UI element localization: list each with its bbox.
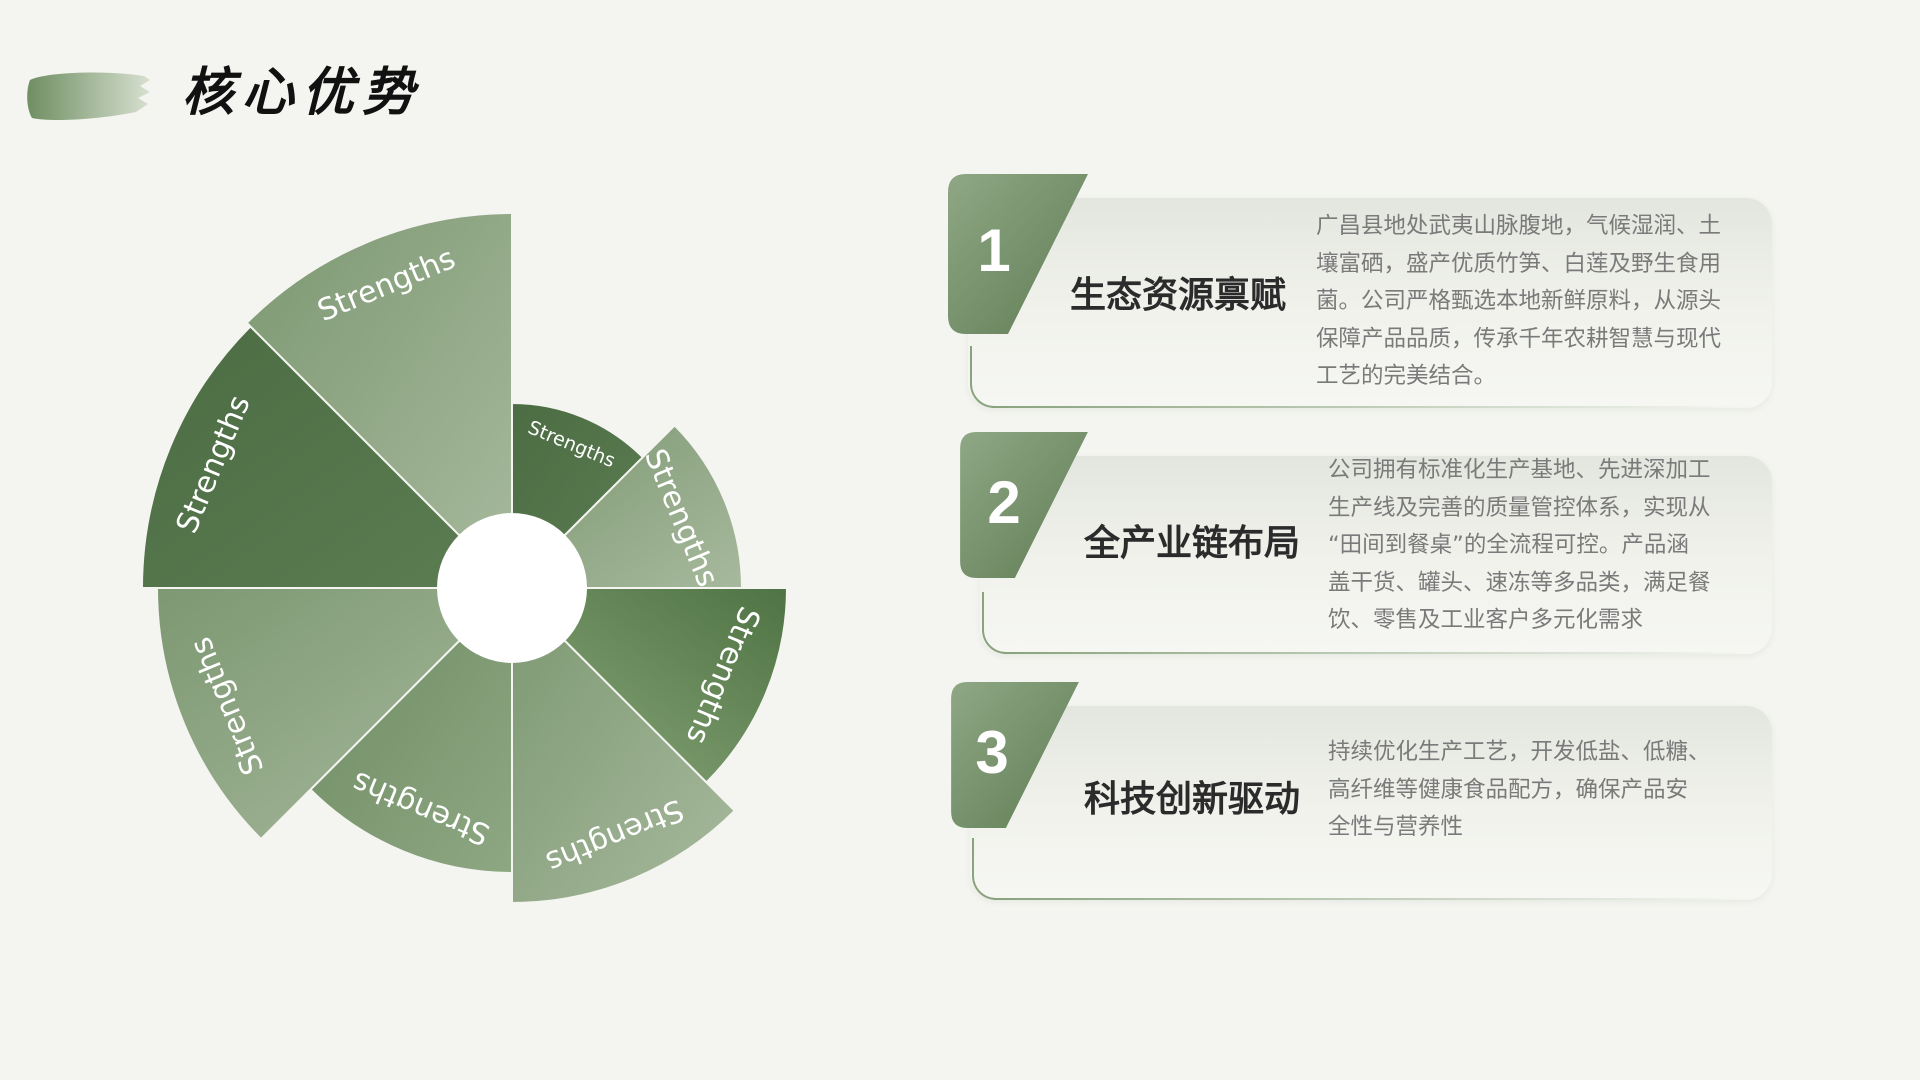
card-number: 2 bbox=[987, 469, 1021, 536]
number-badge bbox=[960, 432, 1088, 578]
card-background bbox=[980, 456, 1772, 654]
card-accent-line bbox=[992, 406, 1752, 408]
wheel-wedge-6 bbox=[155, 587, 515, 841]
card-title: 生态资源禀赋 bbox=[1070, 275, 1287, 316]
brush-stroke-icon bbox=[27, 72, 150, 120]
wheel-center bbox=[437, 513, 587, 663]
card-accent-line bbox=[1004, 652, 1752, 654]
card-number: 1 bbox=[977, 217, 1011, 284]
text-line: 壤富硒，盛产优质竹笋、白莲及野生食用 bbox=[1316, 250, 1722, 277]
card-background bbox=[968, 198, 1772, 408]
number-badge bbox=[951, 682, 1079, 828]
card-title: 全产业链布局 bbox=[1084, 523, 1301, 564]
text-line: 广昌县地处武夷山脉腹地，气候湿润、土 bbox=[1316, 213, 1722, 239]
wheel-wedge-3 bbox=[509, 587, 789, 784]
wheel-wedge-7 bbox=[140, 324, 515, 589]
text-line: “田间到餐桌”的全流程可控。产品涵 bbox=[1328, 532, 1689, 558]
text-line: 盖干货、罐头、速冻等多品类，满足餐 bbox=[1328, 569, 1711, 596]
wheel-wedge-4 bbox=[511, 585, 737, 905]
text-line: 菌。公司严格甄选本地新鲜原料，从源头 bbox=[1316, 288, 1722, 314]
text-line: 饮、零售及工业客户多元化需求 bbox=[1328, 607, 1644, 633]
number-badge bbox=[948, 174, 1088, 334]
card-description: 公司拥有标准化生产基地、先进深加工 生产线及完善的质量管控体系，实现从 “田间到… bbox=[1328, 452, 1711, 640]
page-header: 核心优势 bbox=[26, 58, 526, 128]
text-line: 持续优化生产工艺，开发低盐、低糖、 bbox=[1328, 739, 1711, 765]
advantage-card-2: 2 全产业链布局 公司拥有标准化生产基地、先进深加工 生产线及完善的质量管控体系… bbox=[960, 432, 1772, 654]
text-line: 工艺的完美结合。 bbox=[1316, 363, 1497, 389]
advantage-card-3: 3 科技创新驱动 持续优化生产工艺，开发低盐、低糖、 高纤维等健康食品配方，确保… bbox=[950, 682, 1772, 900]
card-description: 持续优化生产工艺，开发低盐、低糖、 高纤维等健康食品配方，确保产品安 全性与营养… bbox=[1328, 734, 1711, 847]
page-title: 核心优势 bbox=[182, 62, 423, 123]
wheel-wedge-5 bbox=[309, 585, 513, 875]
card-number: 3 bbox=[975, 719, 1009, 786]
text-line: 公司拥有标准化生产基地、先进深加工 bbox=[1328, 457, 1711, 483]
text-line: 全性与营养性 bbox=[1328, 814, 1464, 840]
card-title: 科技创新驱动 bbox=[1084, 779, 1301, 820]
text-line: 保障产品品质，传承千年农耕智慧与现代 bbox=[1316, 325, 1722, 352]
text-line: 高纤维等健康食品配方，确保产品安 bbox=[1328, 776, 1689, 803]
text-line: 生产线及完善的质量管控体系，实现从 bbox=[1328, 494, 1711, 521]
card-background bbox=[970, 706, 1772, 900]
wheel-wedge-8 bbox=[245, 211, 513, 591]
advantage-card-1: 1 生态资源禀赋 广昌县地处武夷山脉腹地，气候湿润、土 壤富硒，盛产优质竹笋、白… bbox=[948, 174, 1772, 408]
card-description: 广昌县地处武夷山脉腹地，气候湿润、土 壤富硒，盛产优质竹笋、白莲及野生食用 菌。… bbox=[1316, 208, 1721, 396]
card-accent-line bbox=[994, 898, 1752, 900]
